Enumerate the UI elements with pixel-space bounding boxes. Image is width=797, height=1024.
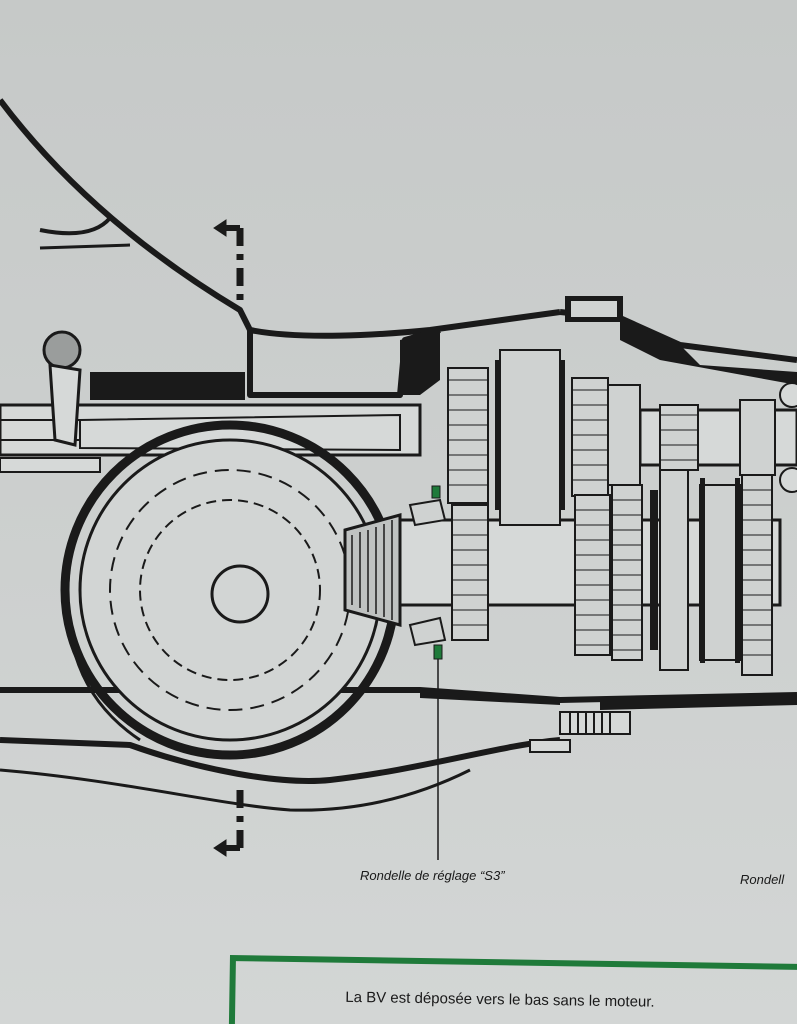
note-text: La BV est déposée vers le bas sans le mo… [345, 988, 655, 1011]
gear-teeth [448, 379, 772, 656]
shift-cover-boss [569, 299, 619, 319]
section-arrow-top [213, 219, 244, 300]
drain-bolt [529, 711, 631, 753]
pinion-bearings [408, 498, 447, 647]
note-box: La BV est déposée vers le bas sans le mo… [228, 955, 797, 1024]
section-arrow-bottom [213, 790, 244, 857]
callout-s3-washer: Rondelle de réglage “S3” [360, 868, 505, 883]
callout-next-washer: Rondell [740, 872, 785, 887]
gear-stack [447, 349, 776, 676]
shift-linkage [0, 330, 101, 473]
synchro-hubs [495, 360, 740, 663]
right-callouts [779, 382, 797, 493]
shim-s3 [431, 485, 443, 860]
